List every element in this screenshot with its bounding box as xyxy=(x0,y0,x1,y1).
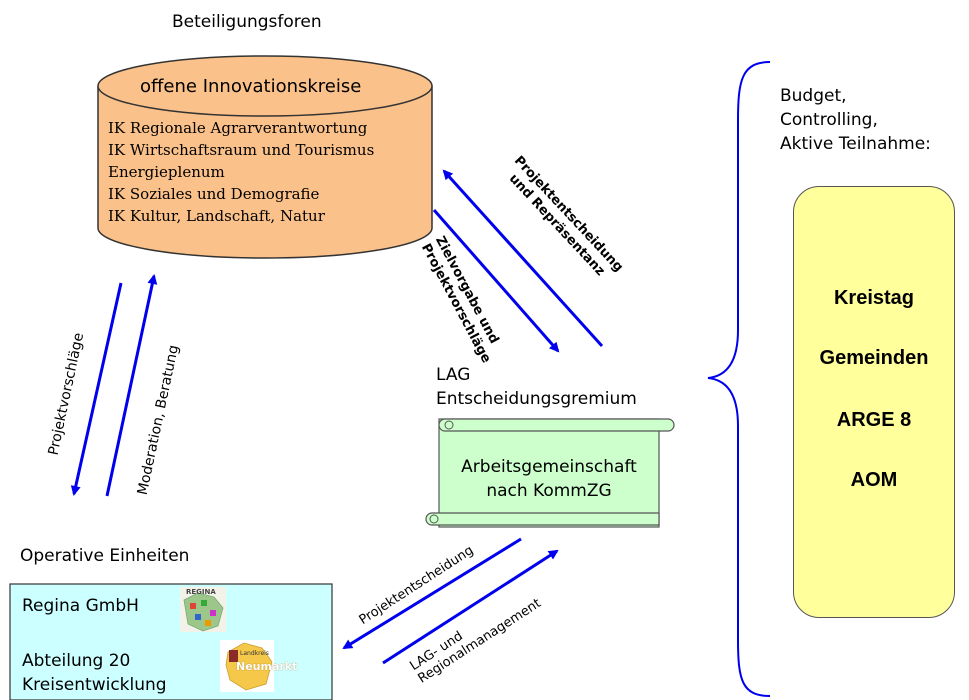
innovation-cylinder xyxy=(97,55,433,259)
budget-line3: Aktive Teilnahme: xyxy=(780,134,931,154)
arrow-projektentscheidung-up xyxy=(442,169,604,348)
operative-heading: Operative Einheiten xyxy=(20,546,190,566)
arrow-projektentscheidung-down xyxy=(342,537,522,650)
scroll-line2: nach KommZG xyxy=(486,481,612,501)
innovation-item: IK Regionale Agrarverantwortung xyxy=(108,119,368,137)
kreistag-item: AOM xyxy=(850,469,898,491)
kreistag-box: Kreistag Gemeinden ARGE 8 AOM xyxy=(793,186,955,618)
innovation-list: IK Regionale Agrarverantwortung IK Wirts… xyxy=(108,117,374,227)
landkreis-logo-small: Landkreis xyxy=(240,650,269,657)
forum-heading: Beteiligungsforen xyxy=(172,12,322,32)
landkreis-logo xyxy=(220,640,274,692)
scroll-line1: Arbeitsgemeinschaft xyxy=(461,457,637,477)
landkreis-logo-big: Neumarkt xyxy=(236,660,298,673)
abteilung-line1: Abteilung 20 xyxy=(22,651,131,671)
arrow-zielvorgabe xyxy=(432,209,560,353)
cylinder-title: offene Innovationskreise xyxy=(140,76,362,97)
arrow-projektvorschlaege xyxy=(70,282,123,496)
innovation-item: Energieplenum xyxy=(108,163,225,181)
innovation-item: IK Wirtschaftsraum und Tourismus xyxy=(108,141,375,159)
arrow-moderation-beratung xyxy=(105,274,158,497)
operative-box xyxy=(9,583,333,700)
regina-label: Regina GmbH xyxy=(22,596,139,616)
arrow-lag-management xyxy=(382,549,559,665)
innovation-item: IK Soziales und Demografie xyxy=(108,185,320,203)
lag-scroll xyxy=(425,418,675,528)
regina-logo-text: REGINA xyxy=(186,588,216,596)
kreistag-item: Kreistag xyxy=(833,287,915,309)
budget-line1: Budget, xyxy=(780,86,847,106)
kreistag-item: ARGE 8 xyxy=(836,409,912,431)
right-brace xyxy=(707,61,771,697)
budget-line2: Controlling, xyxy=(780,110,878,130)
kreistag-item: Gemeinden xyxy=(819,347,929,369)
budget-text: Budget, Controlling, Aktive Teilnahme: xyxy=(780,84,931,156)
lag-scroll-text: Arbeitsgemeinschaft nach KommZG xyxy=(439,455,659,503)
lag-title-line2: Entscheidungsgremium xyxy=(436,389,637,409)
lag-title-line1: LAG xyxy=(436,365,471,385)
regina-logo xyxy=(180,587,226,632)
abteilung-line2: Kreisentwicklung xyxy=(22,675,167,695)
innovation-item: IK Kultur, Landschaft, Natur xyxy=(108,207,325,225)
